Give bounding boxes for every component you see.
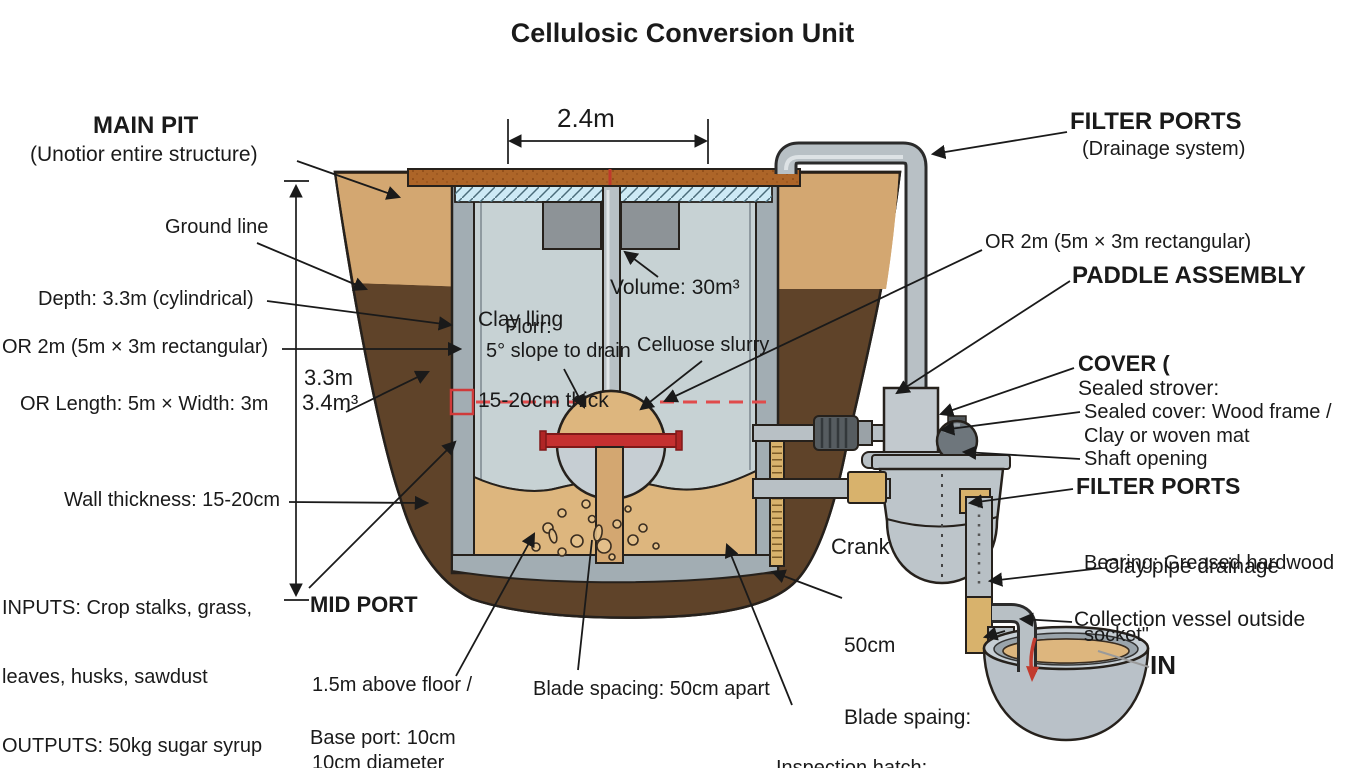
blade-spacing-bottom-label: Blade spacing: 50cm apart — [533, 678, 770, 700]
depth-label: Depth: 3.3m (cylindrical) — [38, 288, 254, 310]
or-2m-right-label: OR 2m (5m × 3m rectangular) — [985, 231, 1252, 253]
shaft-housing — [882, 386, 940, 456]
base-port-label: Base port: 10cm diameter / Hemp cloth fi… — [310, 727, 456, 749]
leader-base-port — [455, 532, 536, 677]
slurry-bubbles — [531, 499, 660, 561]
pipe-coupler — [847, 471, 887, 504]
ground-line-label: Ground line — [165, 216, 269, 238]
collection-vessel-label: Collection vessel outside — [1074, 608, 1306, 631]
leader-filter-ports-right — [967, 488, 1074, 509]
leader-shaft-opening — [961, 445, 1081, 460]
leader-filter-ports-top — [930, 131, 1068, 160]
volume-label: Volume: 30m³ — [610, 276, 740, 299]
cover-sub-3: Clay or woven mat — [1084, 425, 1250, 447]
celluose-slurry-label: Celluose slurry — [637, 334, 770, 356]
inspection-hatch-label: Inspection hatch: 50cm × ~ 50cm — [776, 757, 928, 768]
leader-wall-thickness — [288, 495, 430, 511]
in-label: IN — [1150, 650, 1176, 680]
vessel-rim — [871, 454, 1011, 470]
cover-sub-4: Shaft opening — [1084, 448, 1208, 470]
pit-depth-label: 3.3m — [304, 365, 353, 390]
crank-label: Crank — [831, 534, 890, 559]
filter-ports-right-title: FILTER PORTS — [1076, 473, 1241, 499]
pit-floor — [451, 554, 779, 584]
dimension-lines — [284, 119, 709, 601]
leader-blade-spacing-right — [982, 626, 1006, 641]
leader-lines — [256, 131, 1150, 706]
leader-or-length — [345, 370, 430, 413]
pit-volume-label: 3.4m³ — [302, 390, 359, 415]
leader-collection-vessel — [1018, 612, 1073, 627]
wall-thickness-label: Wall thickness: 15-20cm — [64, 489, 280, 511]
mid-port-marker — [449, 388, 475, 416]
leader-main-pit — [296, 160, 402, 200]
leader-ground-line — [256, 242, 368, 291]
cover-sub-2: Sealed cover: Wood frame / — [1084, 401, 1332, 423]
cover-title: COVER ( — [1078, 351, 1170, 376]
bearing-block-left — [542, 201, 602, 250]
leader-volume — [623, 250, 659, 278]
leader-floor — [563, 368, 586, 409]
page-title: Cellulosic Conversion Unit — [510, 18, 855, 48]
blade-spacing-right-label: 50cm Blade spaing: 50cm apart — [844, 634, 972, 729]
bearing-label: Bearing: Greased hardwood socket" — [1084, 552, 1335, 646]
leader-sealed-cover — [939, 411, 1081, 436]
leader-in — [1097, 650, 1150, 668]
leader-mid-port — [308, 440, 457, 589]
leader-inspection-hatch — [724, 542, 793, 706]
filter-ports-top-title: FILTER PORTS — [1070, 108, 1242, 135]
or-2m-left-label: OR 2m (5m × 3m rectangular) — [2, 336, 269, 358]
leader-depth — [266, 300, 454, 331]
mid-port-title: MID PORT — [310, 592, 418, 617]
cover-sub-1: Sealed strover: — [1078, 377, 1220, 400]
crank-knob — [813, 415, 859, 451]
mid-port-sub: 1.5m above floor / 10cm diameter — [312, 674, 473, 768]
inputs-outputs-block: INPUTS: Crop stalks, grass, leaves, husk… — [2, 597, 263, 757]
width-dim-label: 2.4m — [557, 103, 615, 133]
floor-label-1: Florr: — [505, 316, 552, 338]
or-length-label: OR Length: 5m × Width: 3m — [20, 393, 269, 415]
leader-clay-pipe — [987, 567, 1103, 587]
filter-ports-top-sub: (Drainage system) — [1082, 138, 1246, 160]
leader-celluose-slurry — [639, 360, 703, 411]
floor-label-2: 5° slope to drain — [486, 340, 631, 362]
leader-or-2m-right — [663, 249, 983, 403]
paddle-assembly-label: PADDLE ASSEMBLY — [1072, 262, 1306, 289]
leader-filter-strip — [770, 569, 843, 599]
leader-cover — [938, 367, 1075, 417]
leader-paddle-assembly — [895, 280, 1071, 395]
leader-blade-spacing-bottom — [577, 539, 593, 671]
bearing-block-right — [620, 201, 680, 250]
clay-pipe-label: Clay pipe drainage — [1104, 555, 1280, 578]
main-pit-title: MAIN PIT — [93, 112, 199, 139]
main-pit-sub: (Unotior entire structure) — [30, 143, 258, 166]
clay-lining-label: Clay lling 15-20cm thick — [478, 308, 609, 412]
